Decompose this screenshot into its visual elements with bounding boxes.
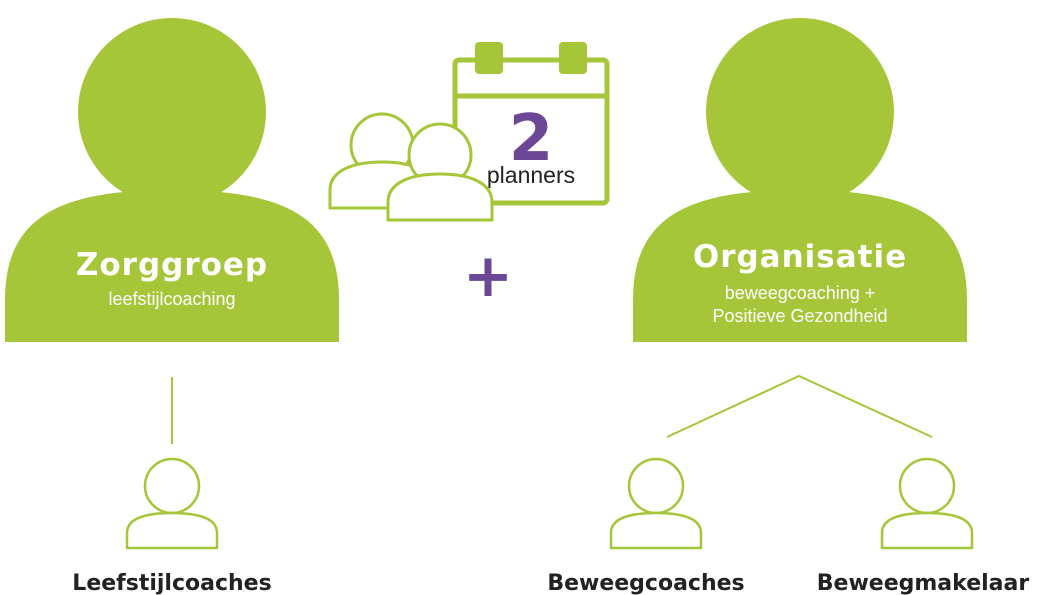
- plus-icon: +: [463, 241, 513, 311]
- calendar-icon: [452, 42, 610, 206]
- leefstijlcoaches-label: Leefstijlcoaches: [72, 571, 271, 595]
- leefstijlcoaches-person-icon: [125, 457, 219, 550]
- zorggroep-title: Zorggroep: [76, 247, 268, 283]
- beweegmakelaar-person-icon: [880, 457, 974, 550]
- zorggroep-person-icon: [5, 18, 339, 342]
- beweegcoaches-label: Beweegcoaches: [547, 571, 744, 595]
- organisatie-subtitle-line2: Positieve Gezondheid: [712, 306, 887, 326]
- planner-person-front-icon: [386, 122, 494, 222]
- zorggroep-subtitle: leefstijlcoaching: [108, 289, 235, 309]
- planners-people-icon: [328, 112, 494, 222]
- planners-count: 2: [509, 102, 554, 176]
- organisatie-person-icon: [633, 18, 967, 342]
- right-branch-lines: [666, 374, 933, 438]
- beweegmakelaar-label: Beweegmakelaar: [817, 571, 1030, 595]
- organisatie-title: Organisatie: [693, 239, 907, 275]
- beweegcoaches-person-icon: [609, 457, 703, 550]
- organisatie-subtitle-line1: beweegcoaching +: [725, 283, 876, 303]
- planners-label: planners: [487, 162, 575, 188]
